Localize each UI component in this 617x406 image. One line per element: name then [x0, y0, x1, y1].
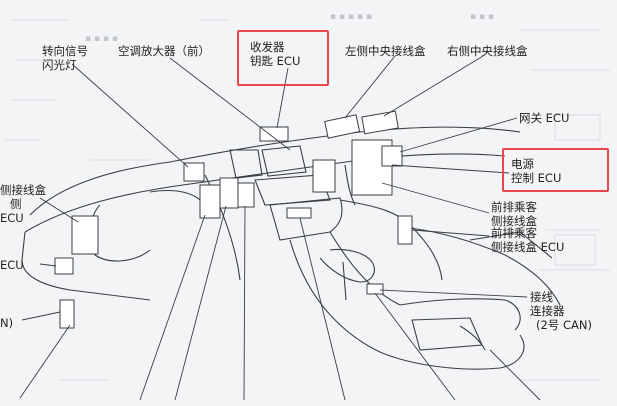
label-right-central-junction-box: 右侧中央接线盒 — [447, 44, 528, 58]
label-left-central-junction-box: 左侧中央接线盒 — [345, 44, 426, 58]
transceiver-key-ecu-box — [259, 126, 289, 142]
label-gateway-ecu: 网关 ECU — [519, 111, 570, 125]
relay-box-a — [219, 177, 239, 209]
junction-connector-box — [366, 283, 384, 295]
label-front-passenger-junction-box-ecu: 前排乘客 侧接线盒 ECU — [491, 226, 565, 254]
label-ac-amplifier-front: 空调放大器（前） — [118, 44, 210, 58]
dashboard-outline — [21, 126, 561, 370]
relay-box-b — [237, 182, 255, 208]
leader-lines — [19, 55, 541, 401]
label-left-edge-ecu: ECU — [0, 258, 24, 272]
right-junction-box — [361, 110, 399, 135]
central-ecu-box — [312, 159, 336, 193]
label-front-passenger-junction-box: 前排乘客 侧接线盒 — [491, 200, 537, 228]
left-junction-box — [324, 114, 361, 139]
label-left-edge-n: N) — [0, 316, 14, 330]
transceiver-highlight-box — [237, 30, 329, 86]
background-texture — [5, 19, 610, 381]
left-ecu-box — [54, 257, 74, 275]
turn-signal-flasher-box — [183, 162, 205, 182]
label-junction-connector-can2: 接线 连接器 (2号 CAN) — [530, 290, 592, 332]
power-ecu-highlight-box — [502, 148, 609, 192]
ac-amplifier-box — [199, 184, 221, 219]
component-boxes — [54, 110, 413, 329]
front-passenger-jb-ecu-box — [397, 215, 413, 245]
label-turn-signal-flasher: 转向信号 闪光灯 — [42, 44, 88, 72]
label-left-edge-junction-box: 侧接线盒 侧 ECU — [0, 183, 46, 225]
label-transceiver-key-ecu: 收发器 钥匙 ECU — [250, 40, 301, 68]
console-connector-box — [286, 207, 312, 219]
gateway-ecu-box — [381, 145, 403, 167]
left-lower-connector-box — [59, 299, 75, 329]
label-power-control-ecu: 电源 控制 ECU — [511, 157, 562, 185]
left-junction-box-part — [71, 215, 99, 255]
